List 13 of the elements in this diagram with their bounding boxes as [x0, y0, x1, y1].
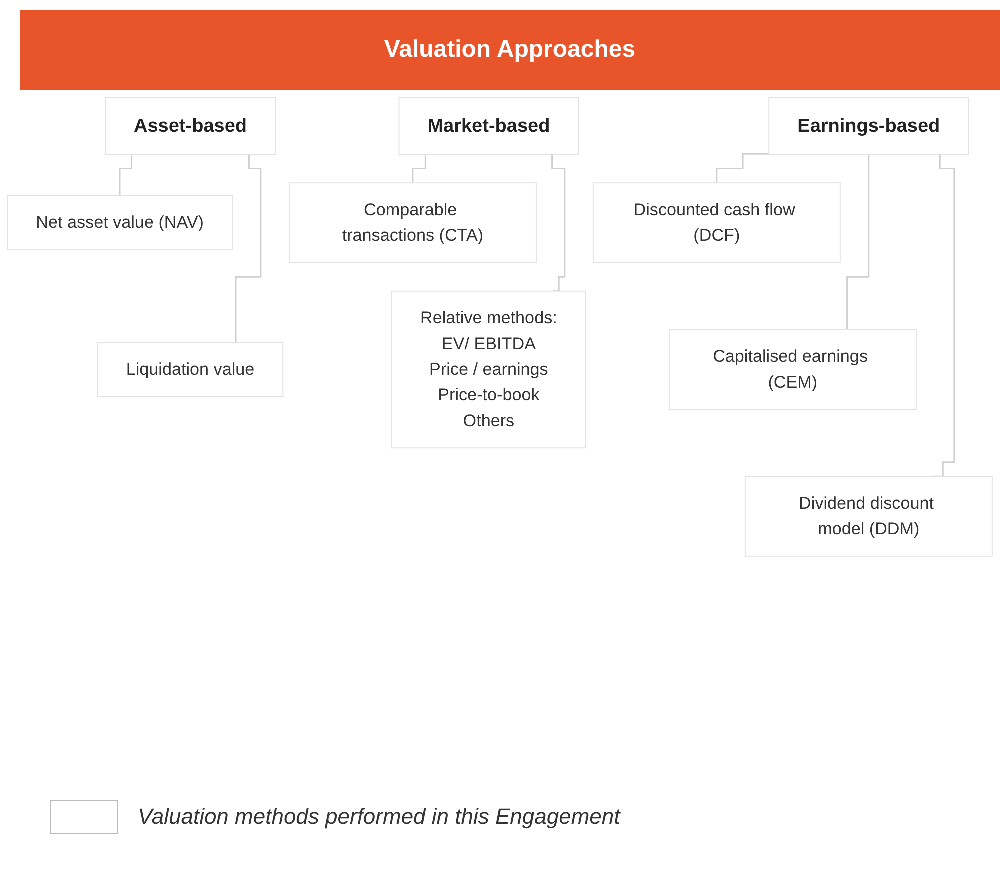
node-box: Relative methods: EV/ EBITDA Price / earnings Price-to-book Others	[392, 290, 586, 449]
node-box: Earnings-based	[768, 97, 970, 156]
node-box: Liquidation value	[97, 342, 284, 398]
node-box: Dividend discount model (DDM)	[744, 476, 993, 557]
node-box: Market-based	[398, 97, 580, 156]
node-box: Net asset value (NAV)	[7, 195, 233, 251]
connector	[716, 153, 770, 184]
node-box: Discounted cash flow (DCF)	[592, 182, 841, 264]
title-banner: Valuation Approaches	[20, 10, 1000, 90]
node-box: Asset-based	[105, 97, 276, 156]
node-box: Comparable transactions (CTA)	[289, 182, 537, 264]
node-box: Capitalised earnings (CEM)	[668, 329, 917, 410]
legend-text: Valuation methods performed in this Engagement	[138, 804, 620, 830]
